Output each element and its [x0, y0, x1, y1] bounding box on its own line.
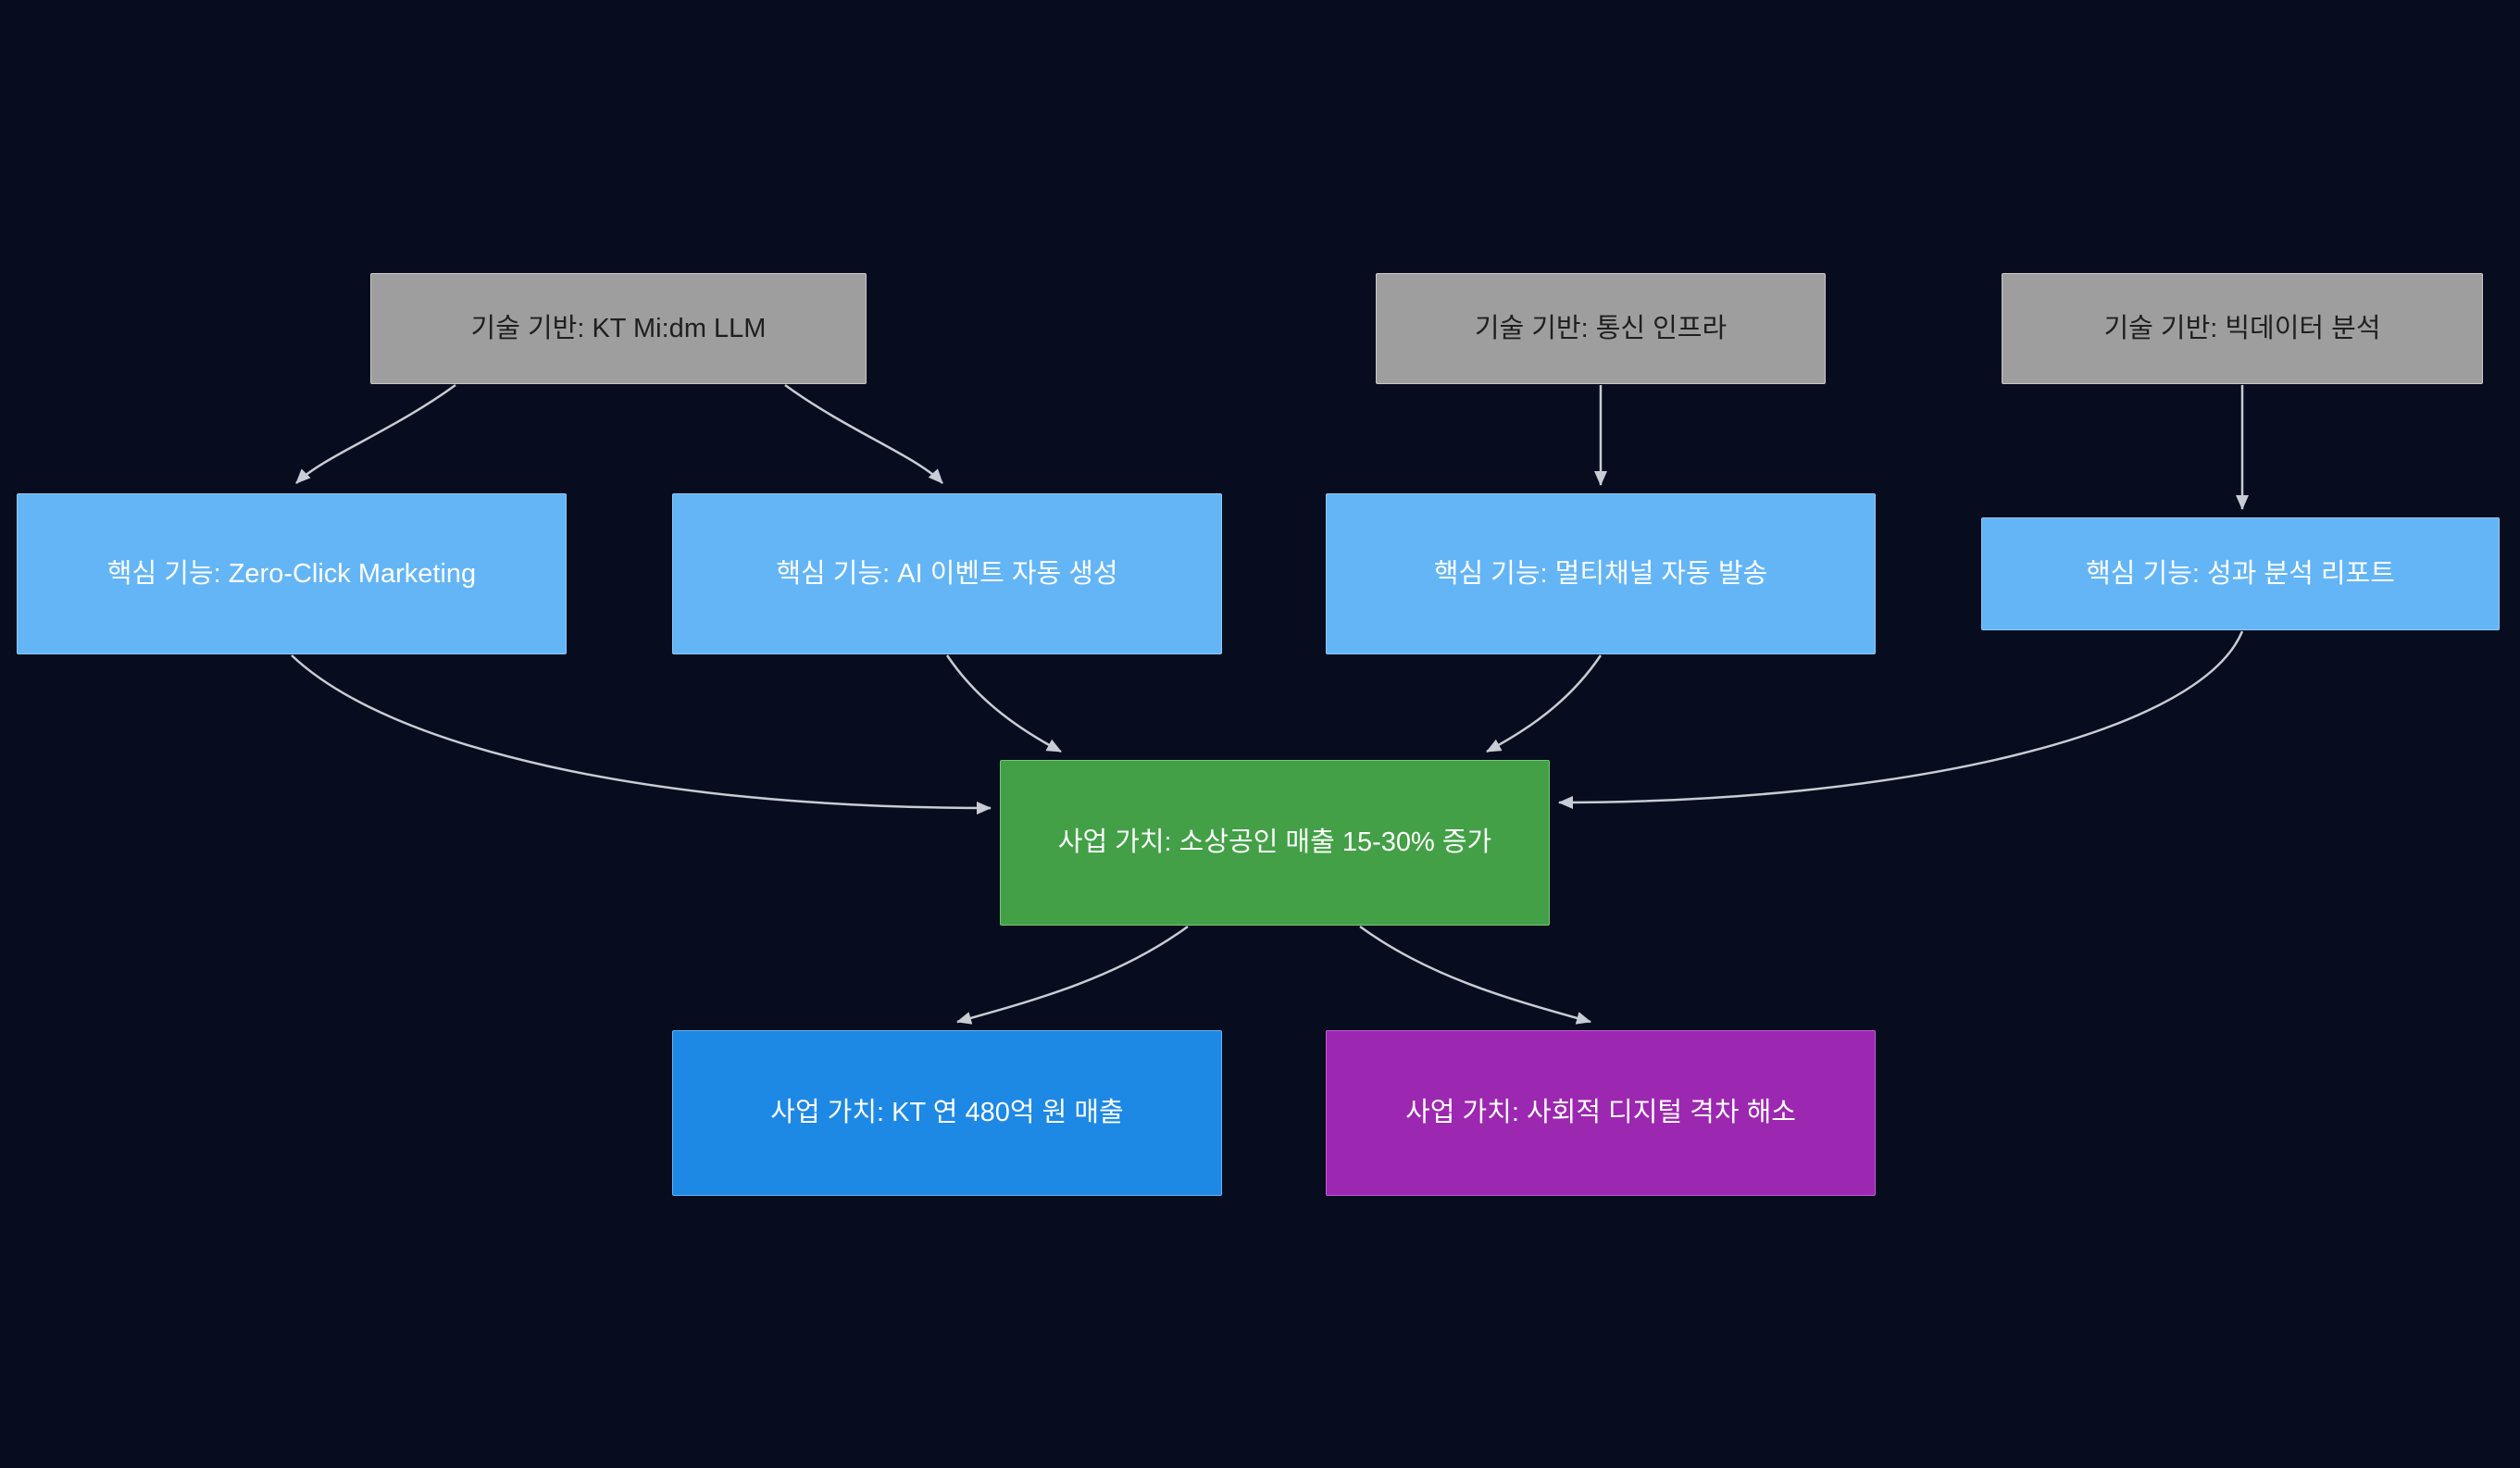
node-value-digital-divide: 사업 가치: 사회적 디지털 격차 해소 [1326, 1030, 1876, 1196]
node-label: 사업 가치: 소상공인 매출 15-30% 증가 [1057, 827, 1492, 858]
edge-report-to-sales [1558, 630, 2244, 809]
node-label: 기술 기반: 통신 인프라 [1474, 313, 1728, 343]
node-tech-kt-midm-llm: 기술 기반: KT Mi:dm LLM [370, 273, 867, 384]
node-label: 핵심 기능: Zero-Click Marketing [106, 558, 477, 589]
node-feature-zero-click-marketing: 핵심 기능: Zero-Click Marketing [17, 493, 567, 654]
node-label: 핵심 기능: 성과 분석 리포트 [2086, 558, 2395, 589]
node-tech-bigdata-analysis: 기술 기반: 빅데이터 분석 [2002, 273, 2483, 384]
edge-multichannel-to-sales [1486, 654, 1603, 753]
edge-sales-to-social [1359, 925, 1591, 1025]
node-value-kt-revenue: 사업 가치: KT 연 480억 원 매출 [672, 1030, 1222, 1196]
edge-aievent-to-sales [945, 654, 1062, 753]
edge-sales-to-kt [956, 925, 1189, 1025]
node-label: 핵심 기능: 멀티채널 자동 발송 [1433, 558, 1768, 589]
node-label: 사업 가치: 사회적 디지털 격차 해소 [1405, 1098, 1796, 1128]
node-feature-multichannel-sending: 핵심 기능: 멀티채널 자동 발송 [1326, 493, 1876, 654]
edge-techllm-to-aievent [784, 383, 943, 484]
node-feature-performance-report: 핵심 기능: 성과 분석 리포트 [1981, 517, 2500, 630]
node-feature-ai-event-generation: 핵심 기능: AI 이벤트 자동 생성 [672, 493, 1222, 654]
node-value-merchant-sales-increase: 사업 가치: 소상공인 매출 15-30% 증가 [1000, 760, 1550, 926]
node-tech-telecom-infra: 기술 기반: 통신 인프라 [1376, 273, 1826, 384]
node-label: 핵심 기능: AI 이벤트 자동 생성 [776, 558, 1118, 589]
edge-zeroclick-to-sales [291, 654, 992, 815]
node-label: 기술 기반: 빅데이터 분석 [2103, 313, 2381, 343]
node-label: 기술 기반: KT Mi:dm LLM [470, 313, 767, 343]
edge-techllm-to-zeroclick [295, 383, 456, 484]
node-label: 사업 가치: KT 연 480억 원 매출 [770, 1098, 1124, 1128]
